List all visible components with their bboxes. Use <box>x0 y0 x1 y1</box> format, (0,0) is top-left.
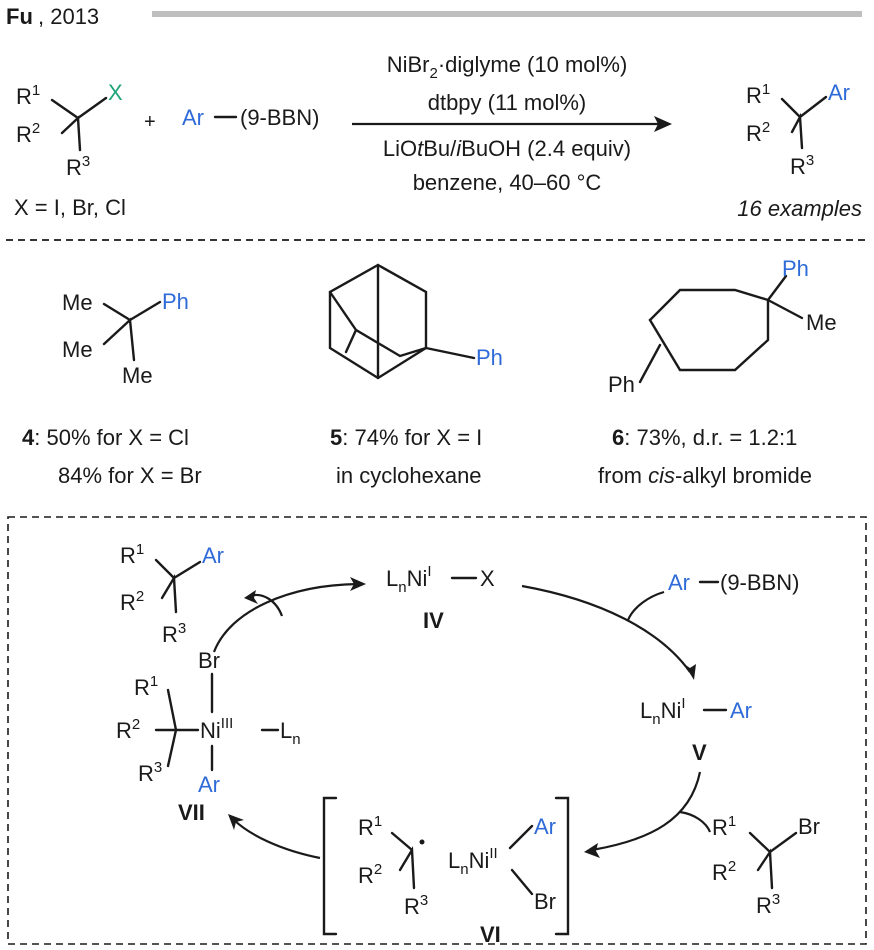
svg-text:R3: R3 <box>66 153 90 180</box>
svg-text:Ph: Ph <box>782 256 809 281</box>
species-VII: R1 R2 R3 Br NiIII Ln Ar VII <box>116 648 301 825</box>
svg-text:Me: Me <box>122 363 153 388</box>
svg-text:R1: R1 <box>746 81 770 108</box>
svg-text:R1: R1 <box>358 813 382 840</box>
svg-text:R3: R3 <box>756 891 780 918</box>
species-V: LnNiI Ar V <box>640 695 752 765</box>
svg-text:6: 73%, d.r. = 1.2:1: 6: 73%, d.r. = 1.2:1 <box>612 425 797 450</box>
svg-text:R3: R3 <box>790 152 814 179</box>
svg-text:R3: R3 <box>138 759 162 786</box>
svg-text:Me: Me <box>806 310 837 335</box>
halide-scope: X = I, Br, Cl <box>14 195 126 220</box>
svg-text:Ln: Ln <box>280 718 301 748</box>
svg-text:R2: R2 <box>16 120 40 147</box>
svg-text:R1: R1 <box>16 82 40 109</box>
svg-text:(9-BBN): (9-BBN) <box>720 570 799 595</box>
svg-text:84% for X = Br: 84% for X = Br <box>58 463 202 488</box>
svg-text:Ar: Ar <box>202 543 224 568</box>
header: Fu , 2013 <box>6 4 862 29</box>
cycle-arrows <box>212 577 712 860</box>
svg-text:from cis-alkyl bromide: from cis-alkyl bromide <box>598 463 812 488</box>
svg-text:X: X <box>480 566 495 591</box>
svg-text:NiBr2·diglyme (10 mol%): NiBr2·diglyme (10 mol%) <box>387 52 628 82</box>
svg-text:Ph: Ph <box>476 345 503 370</box>
svg-text:Ar: Ar <box>534 814 556 839</box>
svg-text:Me: Me <box>62 290 93 315</box>
aryl-ar: Ar <box>182 105 204 130</box>
svg-text:IV: IV <box>423 608 444 633</box>
mechanism-box <box>7 516 867 945</box>
svg-text:Ar: Ar <box>668 570 690 595</box>
svg-text:LnNiI: LnNiI <box>640 695 686 728</box>
svg-text:R1: R1 <box>712 813 736 840</box>
svg-text:VI: VI <box>480 922 501 947</box>
example-5-adamantyl: Ph 5: 74% for X = I in cyclohexane <box>328 263 503 488</box>
plus-sign: + <box>144 111 156 133</box>
cycle-product: R1 R2 R3 Ar <box>120 541 224 647</box>
species-VI: R1 R2 R3 LnNiII Ar Br VI <box>322 796 570 947</box>
example-6-cyclohexyl: Ph Me Ph 6: 73%, d.r. = 1.2:1 from cis-a… <box>598 256 837 488</box>
svg-text:Br: Br <box>534 889 556 914</box>
example-4: Me Me Me Ph 4: 50% for X = Cl 84% for X … <box>22 289 202 488</box>
svg-text:R2: R2 <box>746 119 770 146</box>
svg-text:Me: Me <box>62 337 93 362</box>
reaction-conditions: NiBr2·diglyme (10 mol%) dtbpy (11 mol%) … <box>383 52 631 195</box>
svg-text:R3: R3 <box>404 892 428 919</box>
header-author: Fu <box>6 4 33 29</box>
cycle-borane: Ar (9-BBN) <box>668 570 799 595</box>
svg-text:R3: R3 <box>162 620 186 647</box>
svg-text:4: 50% for X = Cl: 4: 50% for X = Cl <box>22 425 189 450</box>
svg-text:benzene, 40–60 °C: benzene, 40–60 °C <box>413 170 602 195</box>
svg-text:R2: R2 <box>120 588 144 615</box>
examples-count: 16 examples <box>737 196 862 221</box>
svg-text:LnNiI: LnNiI <box>386 563 432 596</box>
svg-text:dtbpy (11 mol%): dtbpy (11 mol%) <box>428 90 587 115</box>
svg-text:Br: Br <box>198 648 220 673</box>
svg-text:R2: R2 <box>712 858 736 885</box>
svg-text:LiOtBu/iBuOH (2.4 equiv): LiOtBu/iBuOH (2.4 equiv) <box>383 136 631 161</box>
borane-9bbn: (9-BBN) <box>240 105 319 130</box>
svg-text:Ph: Ph <box>608 372 635 397</box>
species-IV: LnNiI X IV <box>386 563 495 633</box>
svg-text:Ar: Ar <box>730 698 752 723</box>
cycle-alkyl-bromide: R1 R2 R3 Br <box>712 813 820 918</box>
svg-text:R2: R2 <box>116 716 140 743</box>
product-general: R1 R2 R3 Ar <box>746 80 850 179</box>
svg-text:in cyclohexane: in cyclohexane <box>336 463 482 488</box>
svg-text:Ph: Ph <box>162 289 189 314</box>
svg-text:Ar: Ar <box>828 80 850 105</box>
reaction-arrow <box>352 116 672 132</box>
svg-text:LnNiII: LnNiII <box>448 845 498 878</box>
substrate-alkyl-halide: R1 R2 R3 X <box>16 80 123 180</box>
halogen-x: X <box>108 80 123 105</box>
header-year: , 2013 <box>38 4 99 29</box>
svg-text:VII: VII <box>178 800 205 825</box>
svg-text:Ar: Ar <box>198 772 220 797</box>
svg-text:Br: Br <box>798 814 820 839</box>
svg-text:R1: R1 <box>120 541 144 568</box>
svg-text:5: 74% for X = I: 5: 74% for X = I <box>330 425 482 450</box>
svg-text:R2: R2 <box>358 861 382 888</box>
svg-text:NiIII: NiIII <box>200 715 233 743</box>
svg-text:R1: R1 <box>134 673 158 700</box>
reagent-aryl-borane: Ar (9-BBN) <box>182 105 319 130</box>
svg-text:V: V <box>692 740 707 765</box>
